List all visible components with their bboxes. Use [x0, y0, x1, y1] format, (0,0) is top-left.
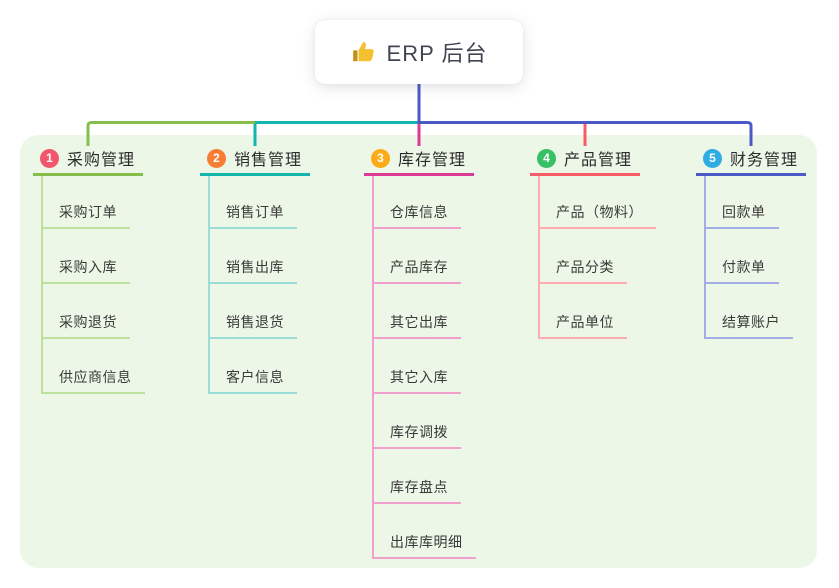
child-label: 客户信息 — [226, 369, 284, 385]
child-node[interactable]: 库存盘点 — [374, 449, 461, 504]
branch-product: 4 产品管理 产品（物料） 产品分类 产品单位 — [530, 143, 656, 339]
child-node[interactable]: 其它入库 — [374, 339, 461, 394]
child-node[interactable]: 产品分类 — [540, 229, 627, 284]
child-label: 产品库存 — [390, 259, 448, 275]
root-node-erp[interactable]: ERP 后台 — [315, 20, 523, 84]
child-node[interactable]: 销售退货 — [210, 284, 297, 339]
branch-node-procurement[interactable]: 1 采购管理 — [33, 143, 143, 176]
child-label: 产品分类 — [556, 259, 614, 275]
branches-background-panel — [20, 135, 817, 568]
child-node[interactable]: 回款单 — [706, 176, 779, 229]
child-node[interactable]: 产品（物料） — [540, 176, 656, 229]
branch-children: 回款单 付款单 结算账户 — [704, 176, 806, 339]
branch-label: 销售管理 — [234, 152, 303, 169]
badge-4: 4 — [537, 148, 556, 168]
branch-finance: 5 财务管理 回款单 付款单 结算账户 — [696, 143, 806, 339]
branch-children: 仓库信息 产品库存 其它出库 其它入库 库存调拨 库存盘点 出库库明细 — [372, 176, 476, 559]
child-label: 采购入库 — [59, 259, 117, 275]
branch-node-inventory[interactable]: 3 库存管理 — [364, 143, 474, 176]
child-node[interactable]: 客户信息 — [210, 339, 297, 394]
child-label: 产品单位 — [556, 314, 614, 330]
child-node[interactable]: 产品库存 — [374, 229, 461, 284]
child-label: 库存调拨 — [390, 424, 448, 440]
child-node[interactable]: 结算账户 — [706, 284, 793, 339]
child-label: 结算账户 — [722, 314, 780, 330]
branch-node-finance[interactable]: 5 财务管理 — [696, 143, 806, 176]
child-label: 销售订单 — [226, 204, 284, 220]
badge-3: 3 — [371, 148, 390, 168]
badge-2: 2 — [207, 148, 226, 168]
child-node[interactable]: 库存调拨 — [374, 394, 461, 449]
child-label: 付款单 — [722, 259, 766, 275]
child-label: 仓库信息 — [390, 204, 448, 220]
branch-children: 采购订单 采购入库 采购退货 供应商信息 — [41, 176, 145, 394]
child-node[interactable]: 供应商信息 — [43, 339, 145, 394]
child-label: 其它入库 — [390, 369, 448, 385]
branch-label: 财务管理 — [730, 152, 799, 169]
child-label: 销售退货 — [226, 314, 284, 330]
child-label: 采购退货 — [59, 314, 117, 330]
child-label: 采购订单 — [59, 204, 117, 220]
child-node[interactable]: 付款单 — [706, 229, 779, 284]
child-node[interactable]: 产品单位 — [540, 284, 627, 339]
child-label: 供应商信息 — [59, 369, 132, 385]
child-label: 销售出库 — [226, 259, 284, 275]
badge-1: 1 — [40, 148, 59, 168]
child-label: 其它出库 — [390, 314, 448, 330]
branch-sales: 2 销售管理 销售订单 销售出库 销售退货 客户信息 — [200, 143, 310, 394]
child-node[interactable]: 销售订单 — [210, 176, 297, 229]
branch-node-product[interactable]: 4 产品管理 — [530, 143, 640, 176]
child-node[interactable]: 其它出库 — [374, 284, 461, 339]
branch-label: 采购管理 — [67, 152, 136, 169]
child-label: 库存盘点 — [390, 479, 448, 495]
child-label: 产品（物料） — [556, 204, 643, 220]
child-node[interactable]: 出库库明细 — [374, 504, 476, 559]
root-node-title: ERP 后台 — [386, 41, 488, 66]
child-label: 出库库明细 — [390, 534, 463, 550]
branch-label: 产品管理 — [564, 152, 633, 169]
child-label: 回款单 — [722, 204, 766, 220]
child-node[interactable]: 仓库信息 — [374, 176, 461, 229]
child-node[interactable]: 采购退货 — [43, 284, 130, 339]
branch-inventory: 3 库存管理 仓库信息 产品库存 其它出库 其它入库 库存调拨 库存盘点 出库库… — [364, 143, 476, 559]
branch-procurement: 1 采购管理 采购订单 采购入库 采购退货 供应商信息 — [33, 143, 145, 394]
badge-5: 5 — [703, 148, 722, 168]
branch-children: 产品（物料） 产品分类 产品单位 — [538, 176, 656, 339]
child-node[interactable]: 采购入库 — [43, 229, 130, 284]
branch-children: 销售订单 销售出库 销售退货 客户信息 — [208, 176, 310, 394]
child-node[interactable]: 采购订单 — [43, 176, 130, 229]
branch-label: 库存管理 — [398, 152, 467, 169]
branch-node-sales[interactable]: 2 销售管理 — [200, 143, 310, 176]
thumbs-up-icon — [352, 42, 374, 62]
child-node[interactable]: 销售出库 — [210, 229, 297, 284]
